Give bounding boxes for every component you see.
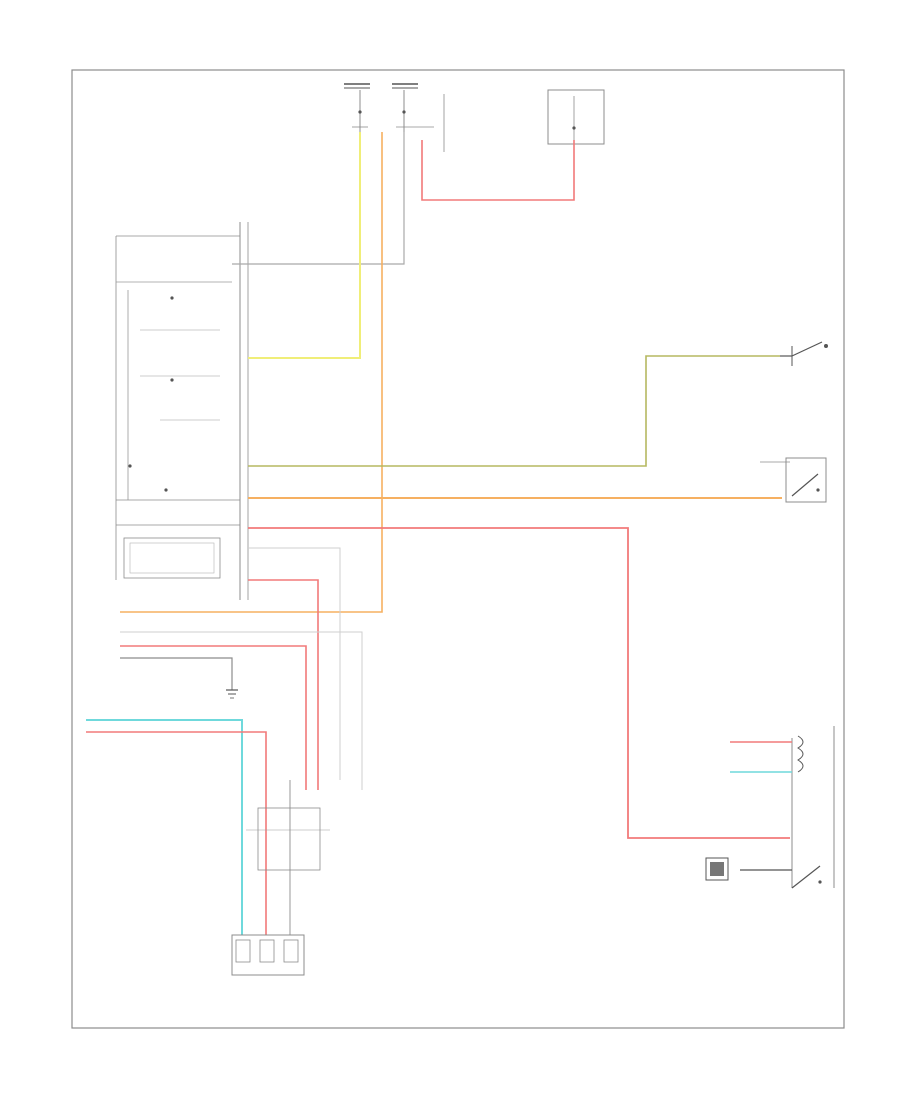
- wire-cyan: [86, 719, 243, 935]
- wire-gray-top: [232, 132, 405, 265]
- control-module: [115, 222, 249, 600]
- wire-pink-mid: [248, 579, 319, 790]
- wire-pink-lower: [120, 645, 307, 790]
- right-switch-2: [760, 457, 827, 503]
- wire-pink-long: [248, 527, 790, 839]
- fuse-block-1: [344, 83, 370, 132]
- bottom-connector: [231, 934, 305, 976]
- relay-top: [547, 89, 605, 145]
- wire-gray-lower-2: [120, 657, 233, 690]
- wire-yellow: [248, 132, 361, 359]
- wire-gray-mid: [248, 547, 341, 780]
- wire-olive: [248, 355, 780, 467]
- wire-orange-vertical: [120, 132, 383, 613]
- relay-bottom: [730, 726, 835, 889]
- splice-block: [246, 807, 330, 871]
- right-switch-1: [780, 341, 828, 366]
- ground-block: [705, 857, 729, 881]
- ground-symbol: [226, 689, 238, 699]
- diagram-frame: [71, 69, 845, 1029]
- fuse-block-2: [392, 83, 445, 152]
- wire-gray-lower: [120, 631, 363, 790]
- wire-pink-bottom: [86, 731, 267, 935]
- wire-pink-top: [421, 140, 575, 201]
